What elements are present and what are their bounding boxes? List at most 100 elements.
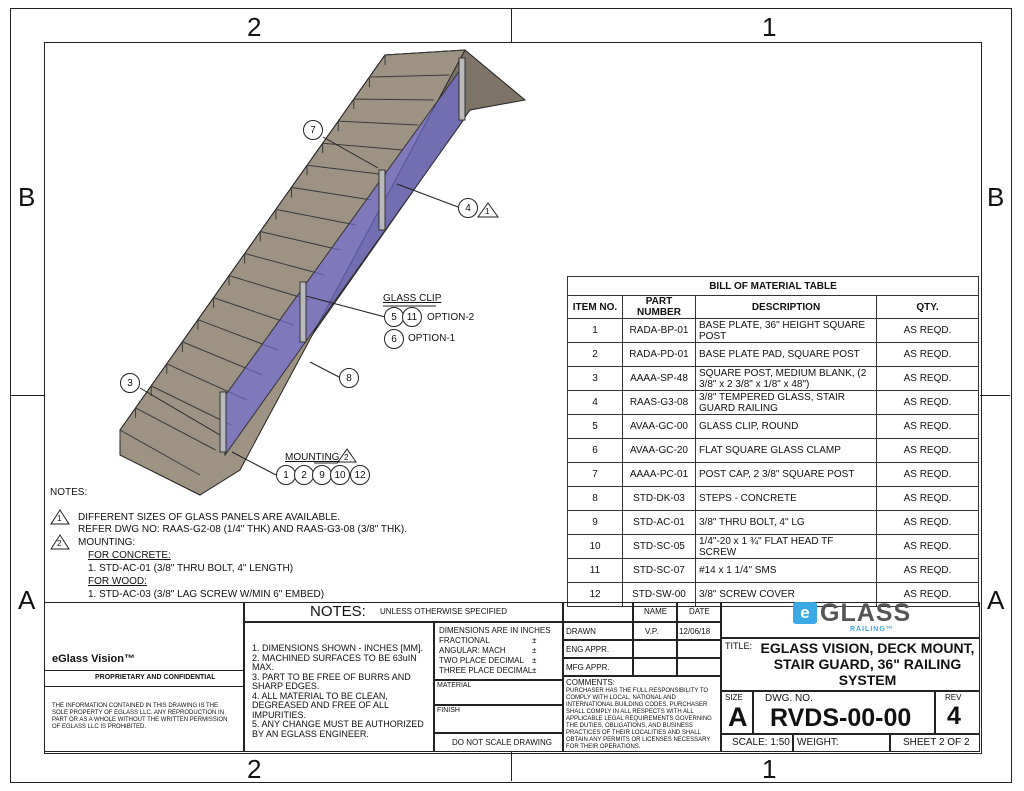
bill-of-material-table: BILL OF MATERIAL TABLE ITEM NO. PART NUM…: [567, 276, 979, 607]
notes-header-cell: [244, 602, 563, 622]
mfg-appr-label: MFG APPR.: [566, 663, 610, 672]
general-note-1: 1. DIMENSIONS SHOWN - INCHES [MM].: [252, 643, 424, 653]
bom-qty: AS REQD.: [876, 366, 979, 391]
bom-qty: AS REQD.: [876, 486, 979, 511]
note-triangle-2: [50, 534, 70, 550]
note-concrete-1: 1. STD-AC-01 (3/8" THRU BOLT, 4" LENGTH): [88, 563, 294, 574]
bom-description: FLAT SQUARE GLASS CLAMP: [695, 438, 877, 463]
size-value: A: [728, 702, 748, 732]
pm-fractional: ±: [532, 636, 537, 645]
note-wood: FOR WOOD:: [88, 576, 147, 587]
mfg-name-cell: [633, 658, 677, 676]
bom-item-no: 3: [567, 366, 623, 391]
balloon-m9: 9: [312, 465, 332, 485]
date-header: DATE: [689, 607, 710, 616]
sheet-cell: [890, 734, 980, 752]
callout-triangle-1: [477, 202, 499, 218]
pm-three-place: ±: [532, 666, 537, 675]
bom-description: #14 x 1 1/4" SMS: [695, 558, 877, 583]
bom-part-number: RADA-PD-01: [622, 342, 696, 367]
mfg-date-cell: [677, 658, 721, 676]
rev-cell: [935, 691, 980, 734]
bom-part-number: STD-AC-01: [622, 510, 696, 535]
logo-railing-text: RAILING™: [850, 626, 894, 633]
bom-header-description: DESCRIPTION: [695, 295, 877, 319]
bom-header-item: ITEM NO.: [567, 295, 623, 319]
drawn-name-cell: [633, 622, 677, 640]
company-name: eGlass Vision™: [52, 653, 135, 665]
stair-step-edge: [135, 407, 216, 451]
bom-qty: AS REQD.: [876, 510, 979, 535]
bom-description: GLASS CLIP, ROUND: [695, 414, 877, 439]
bom-item-no: 8: [567, 486, 623, 511]
zone-divider-bottom: [511, 752, 512, 781]
eng-date-cell: [677, 640, 721, 658]
bom-part-number: STD-SC-07: [622, 558, 696, 583]
balloon-m1: 1: [276, 465, 296, 485]
bom-qty: AS REQD.: [876, 390, 979, 415]
balloon-m12: 12: [350, 465, 370, 485]
posts: [219, 57, 466, 453]
balloon-11: 11: [402, 307, 422, 327]
do-not-scale: DO NOT SCALE DRAWING: [452, 738, 553, 747]
bom-description: 3/8" THRU BOLT, 4" LG: [695, 510, 877, 535]
weight-cell: [793, 734, 890, 752]
callout-triangle-1-number: 1: [485, 207, 490, 216]
material-cell: [434, 680, 563, 705]
bom-description: SQUARE POST, MEDIUM BLANK, (2 3/8" x 2 3…: [695, 366, 877, 391]
stair-step-edge: [260, 230, 341, 251]
bom-qty: AS REQD.: [876, 342, 979, 367]
bom-item-no: 1: [567, 318, 623, 343]
tolerance-cell: [434, 622, 563, 680]
balloon-3: 3: [120, 373, 140, 393]
note-triangle-2-number: 2: [57, 539, 62, 548]
rev-label: REV: [945, 693, 962, 702]
bom-qty: AS REQD.: [876, 438, 979, 463]
balloon-6: 6: [384, 329, 404, 349]
proprietary-label: PROPRIETARY AND CONFIDENTIAL: [95, 674, 216, 681]
three-place-label: THREE PLACE DECIMAL: [439, 666, 533, 675]
comments-text: PURCHASER HAS THE FULL RESPONSIBILITY TO…: [566, 688, 712, 750]
stair-step-edge: [244, 253, 325, 276]
approval-blank: [563, 602, 633, 622]
stair-step-edge: [338, 120, 419, 126]
bom-part-number: STD-DK-03: [622, 486, 696, 511]
note-1-ref: REFER DWG NO: RAAS-G2-08 (1/4" THK) AND …: [78, 524, 408, 535]
bom-description: 1/4"-20 x 1 ¾" FLAT HEAD TF SCREW: [695, 534, 877, 559]
dwg-no-value: RVDS-00-00: [770, 704, 912, 732]
angular-label: ANGULAR: MACH: [439, 646, 506, 655]
stair-step-edge: [119, 429, 201, 476]
zone-label-left-B: B: [18, 182, 36, 212]
bom-part-number: AVAA-GC-00: [622, 414, 696, 439]
mounting-triangle-2: [337, 448, 357, 463]
bom-header-part: PART NUMBER: [622, 295, 696, 319]
bom-part-number: AVAA-GC-20: [622, 438, 696, 463]
note-triangle-1-number: 1: [57, 514, 62, 523]
title-cell: [721, 638, 980, 691]
bom-part-number: STD-SC-05: [622, 534, 696, 559]
note-triangle-1: [50, 509, 70, 525]
bom-description: STEPS - CONCRETE: [695, 486, 877, 511]
zone-label-right-A: A: [987, 585, 1005, 615]
note-1: DIFFERENT SIZES OF GLASS PANELS ARE AVAI…: [78, 512, 341, 523]
zone-divider-right: [980, 395, 1010, 396]
general-notes: 1. DIMENSIONS SHOWN - INCHES [MM]. 2. MA…: [252, 643, 430, 739]
pm-two-place: ±: [532, 656, 537, 665]
disclaimer-text: THE INFORMATION CONTAINED IN THIS DRAWIN…: [52, 703, 228, 730]
balloon-m10: 10: [330, 465, 350, 485]
zone-label-right-B: B: [987, 182, 1005, 212]
stair-step-edge: [384, 49, 466, 56]
pm-angular: ±: [532, 646, 537, 655]
glass-clip-label: GLASS CLIP: [383, 293, 442, 304]
rev-value: 4: [947, 702, 961, 730]
balloon-7: 7: [303, 120, 323, 140]
material-label: MATERIAL: [437, 682, 472, 689]
drawn-name: V.P.: [645, 627, 659, 636]
